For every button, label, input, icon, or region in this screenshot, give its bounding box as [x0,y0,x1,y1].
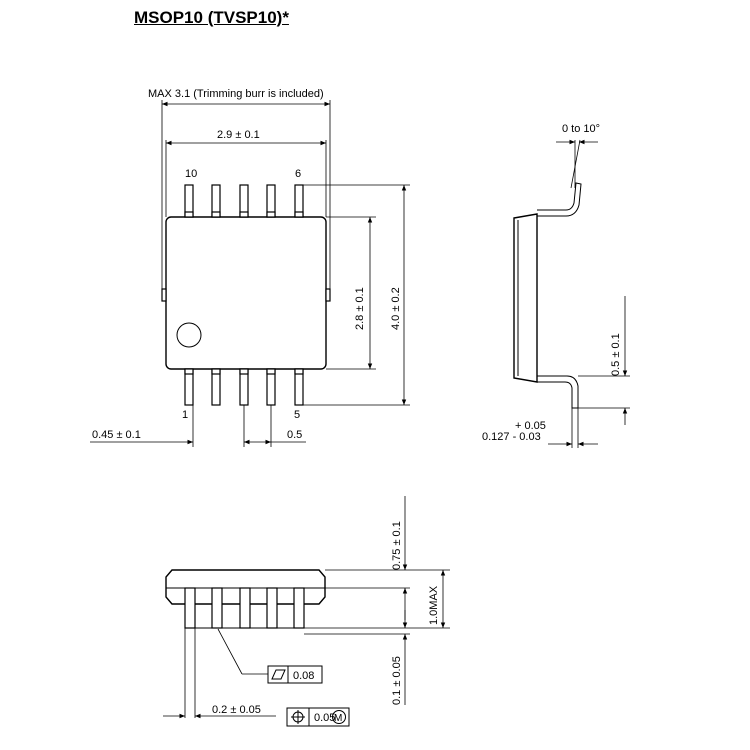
mmc-icon [332,710,346,724]
lower-lead-side [537,375,579,409]
pin-5-label: 5 [294,409,300,421]
pin-offset-label: 0.45 ± 0.1 [92,429,141,441]
position-tolerance-value: 0.05 [314,712,335,724]
standoff-label: 0.1 ± 0.05 [391,656,403,705]
pin-6-label: 6 [295,168,301,180]
top-leads [184,184,304,218]
mmc-symbol: M [334,713,342,724]
lead-width-label: 0.2 ± 0.05 [212,704,261,716]
bottom-leads [184,368,304,406]
body-tab-right [325,288,331,302]
lead-thickness-plus: + 0.05 [515,420,546,432]
package-body-front [165,569,326,605]
foot-length-label: 0.5 ± 0.1 [610,333,622,376]
pin1-marker-icon [176,322,202,348]
top-view: 10 6 1 5 MAX 3.1 (Trimming burr is inclu… [90,88,410,447]
package-body-top [165,216,327,370]
package-body-side [513,213,538,383]
pin-10-label: 10 [185,168,197,180]
pitch-label: 0.5 [287,429,302,441]
position-tolerance-frame: 0.05 M [286,707,350,727]
pin-1-label: 1 [182,409,188,421]
upper-lead-side [537,182,582,217]
side-view: 0 to 10° 0.5 ± 0.1 + 0.05 0.127 - 0.03 [482,123,630,448]
front-view: 0.75 ± 0.1 1.0MAX 0.1 ± 0.05 0.08 0.2 ± … [163,496,450,727]
overall-length-label: 4.0 ± 0.2 [390,287,402,330]
coplanarity-value: 0.08 [293,670,314,682]
body-length-label: 2.8 ± 0.1 [354,287,366,330]
angle-label: 0 to 10° [562,123,600,135]
max-height-label: 1.0MAX [428,585,440,625]
lead-thickness-minus: 0.127 - 0.03 [482,431,541,443]
flatness-icon [271,669,286,680]
max-width-label: MAX 3.1 (Trimming burr is included) [148,88,324,100]
package-title: MSOP10 (TVSP10)* [134,8,289,27]
body-width-label: 2.9 ± 0.1 [217,129,260,141]
body-tab-left [161,288,167,302]
coplanarity-frame: 0.08 [267,665,323,684]
body-height-label: 0.75 ± 0.1 [391,521,403,570]
